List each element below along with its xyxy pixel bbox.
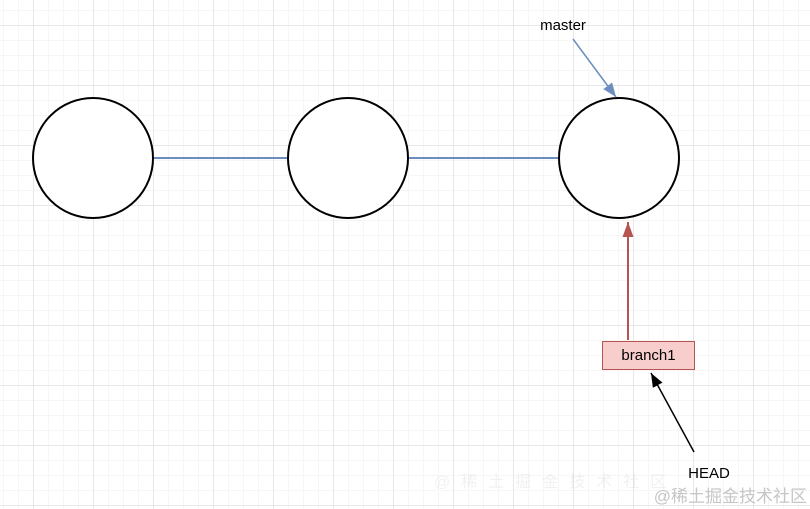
commit-node-2: [287, 97, 409, 219]
head-arrow: [650, 372, 695, 453]
watermark-faint: @稀土掘金技术社区: [434, 474, 678, 491]
branch1-box: branch1: [602, 341, 695, 370]
master-arrow: [572, 38, 617, 98]
commit-node-3: [558, 97, 680, 219]
watermark: @稀土掘金技术社区: [653, 487, 807, 506]
branch1-label: branch1: [621, 347, 676, 364]
commit-node-1: [32, 97, 154, 219]
master-label: master: [540, 17, 586, 34]
head-label: HEAD: [688, 465, 730, 482]
